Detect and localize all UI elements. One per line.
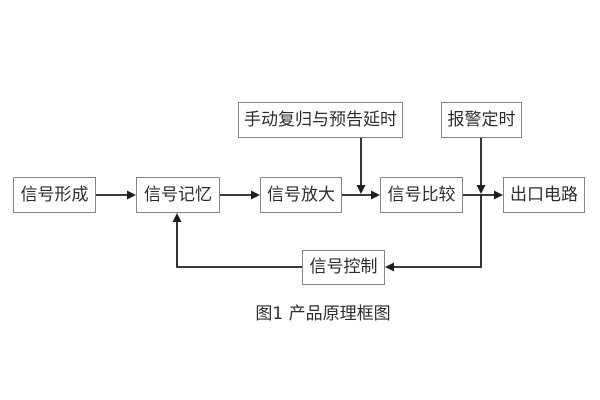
node-manual-reset-delay-label: 手动复归与预告延时 [244,109,397,130]
arrow-signal-formation-to-signal-memory [96,190,136,200]
node-manual-reset-delay: 手动复归与预告延时 [238,102,403,138]
arrow-signal-amplification-to-signal-comparison [342,190,380,200]
node-signal-control: 信号控制 [302,250,385,285]
node-signal-comparison: 信号比较 [380,177,463,213]
arrow-junction-to-signal-control [385,195,482,272]
node-signal-comparison-label: 信号比较 [387,184,456,205]
node-signal-memory: 信号记忆 [136,177,220,213]
arrow-manual-reset-delay-down [356,138,366,194]
arrow-signal-comparison-to-output-circuit [463,190,503,200]
node-signal-formation: 信号形成 [13,177,96,213]
node-signal-amplification: 信号放大 [260,177,342,213]
figure-caption: 图1 产品原理框图 [255,304,391,324]
node-output-circuit-label: 出口电路 [510,184,578,205]
node-alarm-timing-label: 报警定时 [447,109,516,130]
arrow-signal-control-to-signal-memory [172,213,302,268]
node-output-circuit: 出口电路 [503,177,585,213]
arrow-alarm-timing-down [476,138,486,194]
node-signal-amplification-label: 信号放大 [267,184,335,205]
arrow-signal-memory-to-signal-amplification [220,190,260,200]
node-alarm-timing: 报警定时 [441,102,522,138]
node-signal-memory-label: 信号记忆 [144,184,212,205]
node-signal-formation-label: 信号形成 [20,184,89,205]
node-signal-control-label: 信号控制 [309,257,378,277]
